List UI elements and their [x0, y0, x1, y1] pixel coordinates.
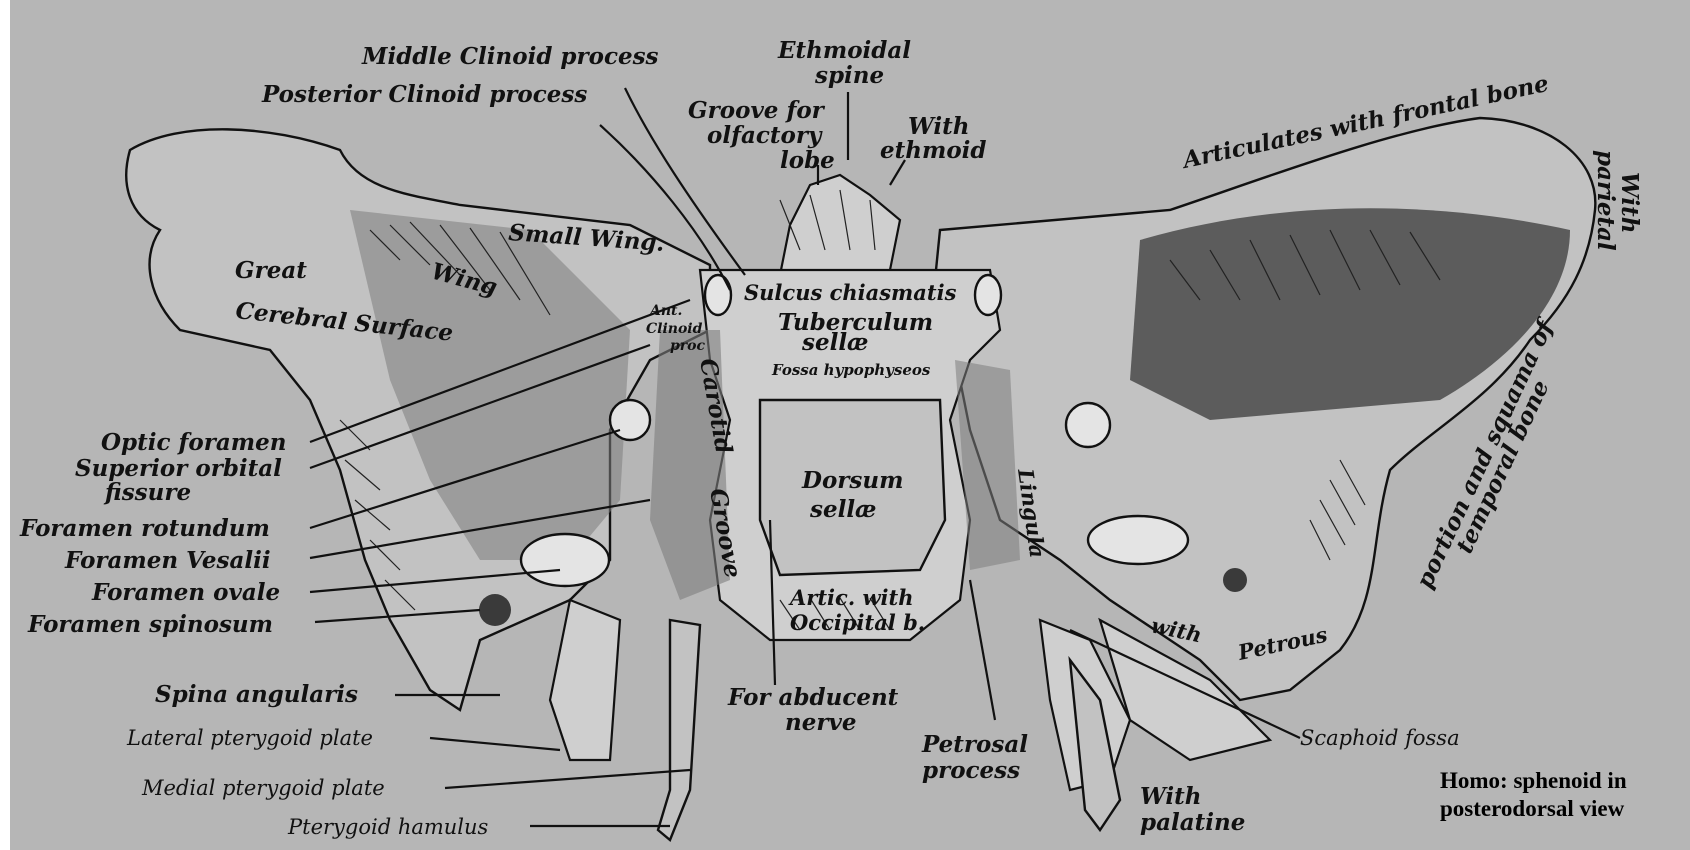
label-optic-foramen: Optic foramen: [101, 429, 286, 456]
label-abducent-2: nerve: [785, 709, 856, 736]
foramen-spinosum-right: [1223, 568, 1247, 592]
label-artic-occipital-2: Occipital b.: [790, 610, 925, 635]
foramen-rotundum-left: [610, 400, 650, 440]
optic-foramen-right: [975, 275, 1001, 315]
label-lateral-pterygoid: Lateral pterygoid plate: [126, 726, 373, 750]
label-superior-orbital-2: fissure: [103, 479, 191, 506]
label-spina-angularis: Spina angularis: [155, 681, 358, 708]
caption-line-1: Homo: sphenoid in: [1440, 768, 1627, 793]
label-middle-clinoid: Middle Clinoid process: [361, 43, 659, 70]
left-hamulus: [658, 620, 700, 840]
label-with-ethmoid-1: With: [908, 113, 970, 140]
label-with-parietal-2: parietal: [1592, 150, 1619, 251]
label-great-wing: Great: [235, 257, 307, 284]
label-with-palatine-1: With: [1140, 783, 1202, 810]
label-pterygoid-hamulus: Pterygoid hamulus: [287, 815, 489, 839]
sphenoid-illustration: Middle Clinoid process Posterior Clinoid…: [10, 0, 1690, 850]
foramen-spinosum-left: [479, 594, 511, 626]
label-fossa-hypophyseos: Fossa hypophyseos: [771, 361, 931, 379]
label-groove-olfactory-2: olfactory: [707, 122, 823, 149]
label-dorsum-2: sellæ: [809, 496, 876, 523]
label-superior-orbital-1: Superior orbital: [75, 455, 282, 482]
label-foramen-vesalii: Foramen Vesalii: [64, 547, 271, 574]
label-ant-clinoid-1: Ant.: [648, 303, 682, 319]
label-medial-pterygoid: Medial pterygoid plate: [141, 776, 385, 800]
foramen-ovale-left: [521, 534, 609, 586]
foramen-ovale-right: [1088, 516, 1188, 564]
label-ant-clinoid-3: proc: [670, 338, 706, 354]
label-ant-clinoid-2: Clinoid: [646, 321, 703, 337]
label-tuberculum-2: sellæ: [801, 329, 868, 356]
optic-foramen-left: [705, 275, 731, 315]
figure-caption: Homo: sphenoid in posterodorsal view: [1440, 768, 1627, 821]
label-ethmoidal-spine-1: Ethmoidal: [777, 37, 911, 64]
label-ethmoidal-spine-2: spine: [814, 62, 884, 89]
label-sulcus-chiasmatis: Sulcus chiasmatis: [744, 280, 957, 305]
label-foramen-ovale: Foramen ovale: [91, 579, 280, 606]
label-groove-olfactory-3: lobe: [780, 147, 835, 174]
label-dorsum-1: Dorsum: [801, 467, 903, 494]
foramen-rotundum-right: [1066, 403, 1110, 447]
label-with-palatine-2: palatine: [1140, 809, 1245, 836]
label-with-ethmoid-2: ethmoid: [880, 137, 986, 164]
label-with-parietal-1: With: [1616, 172, 1643, 234]
label-abducent-1: For abducent: [727, 684, 899, 711]
label-foramen-rotundum: Foramen rotundum: [19, 515, 270, 542]
diagram-canvas: Middle Clinoid process Posterior Clinoid…: [10, 0, 1690, 850]
left-pterygoid-plates: [550, 600, 620, 760]
label-petrosal-1: Petrosal: [921, 731, 1028, 758]
label-petrosal-2: process: [922, 757, 1020, 784]
label-artic-occipital-1: Artic. with: [788, 585, 913, 610]
label-posterior-clinoid: Posterior Clinoid process: [261, 81, 587, 108]
label-foramen-spinosum: Foramen spinosum: [27, 611, 273, 638]
caption-line-2: posterodorsal view: [1440, 796, 1625, 821]
label-groove-olfactory-1: Groove for: [688, 97, 826, 124]
label-scaphoid-fossa: Scaphoid fossa: [1300, 726, 1460, 750]
